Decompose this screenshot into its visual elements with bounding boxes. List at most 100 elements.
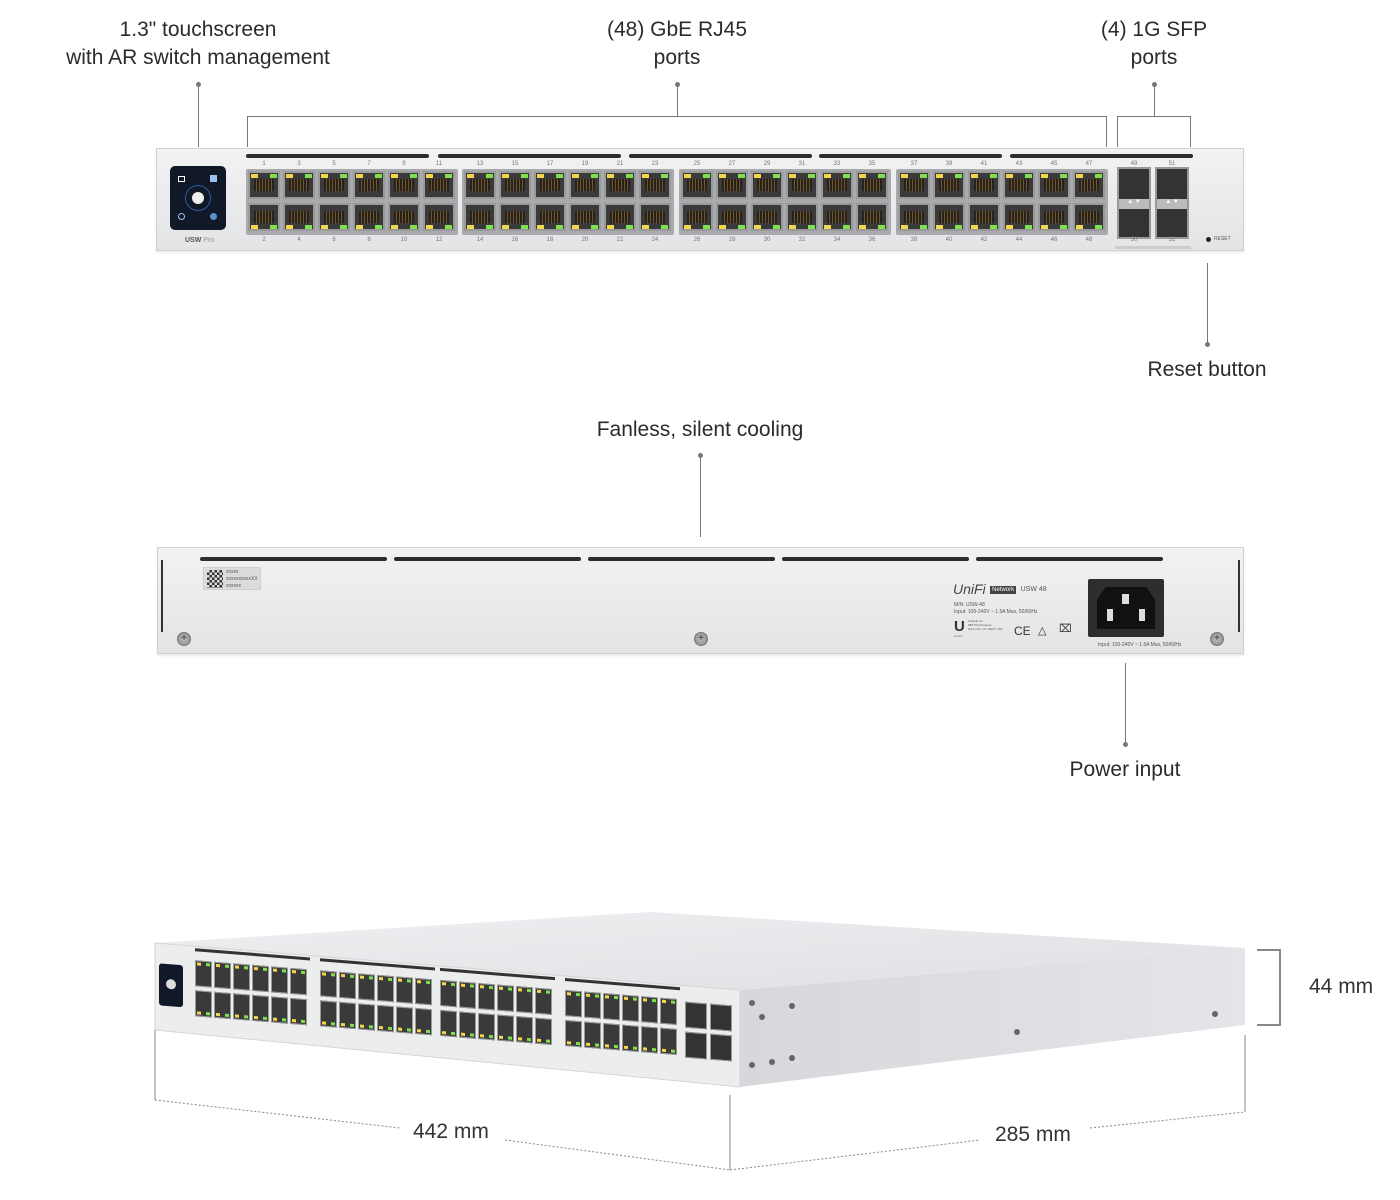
qr-code-icon [207,570,223,588]
rj45-port[interactable] [716,171,748,199]
company-address: Ubiquiti Inc. 685 Third Avenue New York,… [968,619,1003,631]
iso-rj45-port [214,961,231,990]
port-number: 40 [945,237,953,243]
rj45-port[interactable] [716,203,748,231]
activity-led [301,970,305,975]
port-number: 19 [581,161,589,167]
link-led [754,225,761,229]
weee-icon: ⌧ [1059,623,1072,635]
link-led [216,963,220,968]
activity-led [451,982,455,987]
link-led [754,174,761,178]
link-led [684,225,691,229]
rj45-port[interactable] [464,171,496,199]
link-led [235,965,239,969]
rj45-port[interactable] [499,203,531,231]
rj45-port[interactable] [534,171,566,199]
rj45-port[interactable] [786,171,818,199]
rj45-port[interactable] [1003,203,1035,231]
rj45-port[interactable] [786,203,818,231]
rj45-port[interactable] [283,171,315,199]
activity-led [591,225,598,229]
rj45-port[interactable] [423,203,455,231]
activity-led [546,990,550,994]
rj45-port[interactable] [534,203,566,231]
rj45-port[interactable] [821,171,853,199]
rj45-port[interactable] [604,203,636,231]
rj45-port[interactable] [751,171,783,199]
ce-mark: CE [1014,624,1031,638]
power-socket[interactable] [1088,579,1164,637]
model-number: M/N: USW-48 [954,602,985,608]
activity-led [703,225,710,229]
rj45-port[interactable] [248,203,280,231]
port-number: 51 [1168,161,1176,167]
rj45-port[interactable] [639,203,671,231]
iso-rj45-port [497,1014,514,1042]
reset-button[interactable] [1206,237,1211,242]
sfp-cage[interactable]: ▲ ▼ [1155,167,1189,239]
activity-led [1060,225,1067,229]
rj45-port[interactable] [388,203,420,231]
link-led [789,174,796,178]
port-contacts [505,179,525,191]
touchscreen[interactable] [170,166,226,230]
port-contacts [722,179,742,191]
rj45-port[interactable] [248,171,280,199]
rj45-port[interactable] [1038,171,1070,199]
iso-rj45-port [459,1011,476,1039]
iso-rj45-port [459,981,476,1009]
rj45-port[interactable] [751,203,783,231]
rj45-port[interactable] [639,171,671,199]
port-block [679,169,891,235]
rj45-port[interactable] [898,203,930,231]
rj45-port[interactable] [353,203,385,231]
port-contacts [359,211,379,223]
rj45-port[interactable] [681,203,713,231]
rj45-port[interactable] [821,203,853,231]
rj45-port[interactable] [318,171,350,199]
rj45-port[interactable] [353,171,385,199]
callout-dot [675,82,680,87]
rj45-port[interactable] [968,171,1000,199]
callout-dot [1152,82,1157,87]
rj45-port[interactable] [499,171,531,199]
rj45-port[interactable] [968,203,1000,231]
iso-rj45-port [603,1023,620,1051]
rj45-port[interactable] [856,171,888,199]
activity-led [773,225,780,229]
rj45-port[interactable] [898,171,930,199]
iso-rj45-port [377,974,394,1003]
rj45-port[interactable] [388,171,420,199]
iso-rj45-port [535,1017,552,1045]
rj45-port[interactable] [1073,171,1105,199]
rj45-port[interactable] [856,203,888,231]
rj45-port[interactable] [318,203,350,231]
link-led [1076,174,1083,178]
link-led [197,1011,201,1015]
sfp-cage[interactable]: ▲ ▼ [1117,167,1151,239]
rj45-port[interactable] [933,171,965,199]
rj45-port[interactable] [423,171,455,199]
rj45-port[interactable] [283,203,315,231]
rj45-port[interactable] [1003,171,1035,199]
touch-home-icon [192,192,204,204]
rj45-port[interactable] [933,203,965,231]
link-led [356,225,363,229]
iso-rj45-port [622,1024,639,1052]
link-led [391,225,398,229]
rj45-port[interactable] [569,171,601,199]
rail [161,560,163,632]
activity-led [614,1044,618,1049]
rj45-port[interactable] [681,171,713,199]
port-contacts [827,179,847,191]
rj45-port[interactable] [464,203,496,231]
rj45-port[interactable] [604,171,636,199]
rj45-port[interactable] [1038,203,1070,231]
rj45-port[interactable] [569,203,601,231]
link-led [254,966,258,971]
callout-touchscreen: 1.3" touchscreen with AR switch manageme… [66,16,330,72]
rj45-port[interactable] [1073,203,1105,231]
iso-rj45-port [535,987,552,1015]
port-contacts [1079,179,1099,191]
